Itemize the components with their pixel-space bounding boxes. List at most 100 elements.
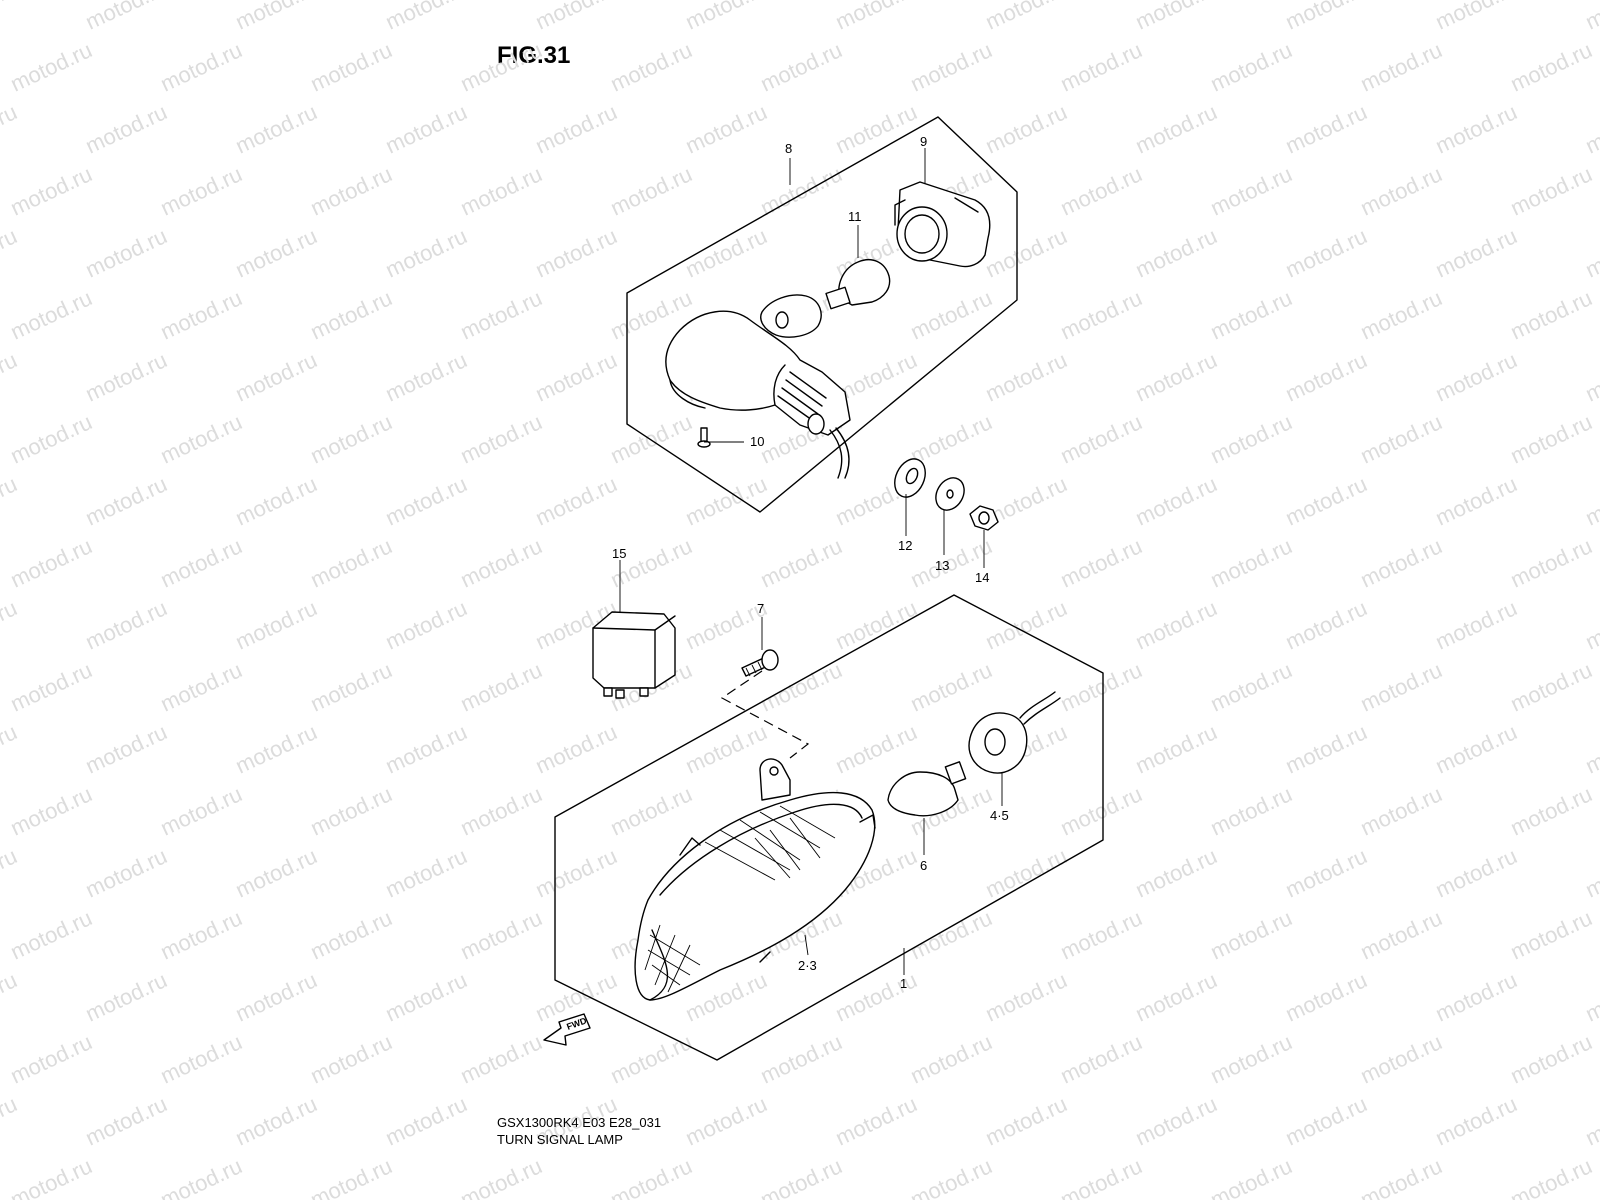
watermark-text: motod.ru	[1432, 347, 1521, 406]
watermark-text: motod.ru	[832, 967, 921, 1026]
watermark-text: motod.ru	[1057, 1029, 1146, 1088]
watermark-text: motod.ru	[0, 595, 21, 654]
watermark-text: motod.ru	[307, 37, 396, 96]
watermark-text: motod.ru	[232, 843, 321, 902]
watermark-text: motod.ru	[82, 1091, 171, 1150]
watermark-text: motod.ru	[1432, 719, 1521, 778]
watermark-text: motod.ru	[1507, 1153, 1596, 1200]
watermark-text: motod.ru	[1132, 99, 1221, 158]
watermark-text: motod.ru	[1282, 99, 1371, 158]
watermark-text: motod.ru	[7, 1153, 96, 1200]
watermark-text: motod.ru	[232, 223, 321, 282]
watermark-text: motod.ru	[0, 719, 21, 778]
watermark-text: motod.ru	[682, 1091, 771, 1150]
watermark-text: motod.ru	[907, 37, 996, 96]
watermark-text: motod.ru	[1282, 1091, 1371, 1150]
watermark-text: motod.ru	[1132, 843, 1221, 902]
watermark-text: motod.ru	[1132, 595, 1221, 654]
watermark-text: motod.ru	[1132, 223, 1221, 282]
watermark-text: motod.ru	[1582, 0, 1600, 35]
watermark-text: motod.ru	[1582, 347, 1600, 406]
watermark-text: motod.ru	[0, 967, 21, 1026]
callout-14: 14	[975, 570, 989, 585]
watermark-text: motod.ru	[232, 967, 321, 1026]
section-name: TURN SIGNAL LAMP	[497, 1132, 623, 1147]
watermark-text: motod.ru	[157, 905, 246, 964]
watermark-text: motod.ru	[1582, 595, 1600, 654]
watermark-text: motod.ru	[1207, 161, 1296, 220]
nut	[969, 505, 999, 531]
watermark-text: motod.ru	[1357, 1153, 1446, 1200]
diagram-footer: GSX1300RK4 E03 E28_031 TURN SIGNAL LAMP	[497, 1114, 661, 1148]
leader-lines	[619, 148, 1003, 975]
watermark-text: motod.ru	[1357, 37, 1446, 96]
watermark-text: motod.ru	[1507, 1029, 1596, 1088]
callout-numbers: 8 9 11 10 12 13 14 15 7 4·5 6 2·3 1	[612, 134, 1009, 991]
watermark-text: motod.ru	[7, 781, 96, 840]
watermark-text: motod.ru	[1282, 347, 1371, 406]
rear-bulb	[825, 258, 891, 310]
callout-10: 10	[750, 434, 764, 449]
watermark-text: motod.ru	[382, 223, 471, 282]
watermark-text: motod.ru	[232, 719, 321, 778]
watermark-text: motod.ru	[382, 719, 471, 778]
watermark-text: motod.ru	[82, 719, 171, 778]
watermark-text: motod.ru	[457, 781, 546, 840]
callout-8: 8	[785, 141, 792, 156]
callout-7: 7	[757, 601, 764, 616]
watermark-text: motod.ru	[0, 99, 21, 158]
watermark-text: motod.ru	[382, 843, 471, 902]
watermark-text: motod.ru	[232, 0, 321, 35]
watermark-text: motod.ru	[382, 347, 471, 406]
watermark-text: motod.ru	[382, 967, 471, 1026]
watermark-text: motod.ru	[82, 967, 171, 1026]
watermark-text: motod.ru	[1582, 843, 1600, 902]
watermark-text: motod.ru	[907, 657, 996, 716]
callout-6: 6	[920, 858, 927, 873]
watermark-text: motod.ru	[382, 99, 471, 158]
watermark-text: motod.ru	[1357, 657, 1446, 716]
watermark-text: motod.ru	[1507, 781, 1596, 840]
rear-screw	[697, 427, 711, 448]
model-code: GSX1300RK4 E03 E28_031	[497, 1115, 662, 1130]
front-socket	[968, 691, 1061, 774]
watermark-text: motod.ru	[82, 347, 171, 406]
watermark-text: motod.ru	[1207, 1029, 1296, 1088]
watermark-text: motod.ru	[0, 223, 21, 282]
watermark-text: motod.ru	[7, 905, 96, 964]
watermark-text: motod.ru	[232, 595, 321, 654]
watermark-text: motod.ru	[157, 1153, 246, 1200]
washer	[935, 477, 965, 511]
watermark-text: motod.ru	[1432, 99, 1521, 158]
watermark-text: motod.ru	[82, 223, 171, 282]
watermark-text: motod.ru	[1582, 719, 1600, 778]
watermark-text: motod.ru	[1507, 285, 1596, 344]
watermark-text: motod.ru	[832, 0, 921, 35]
watermark-text: motod.ru	[1282, 223, 1371, 282]
lower-group-outline	[554, 594, 1104, 1061]
watermark-text: motod.ru	[82, 843, 171, 902]
watermark-text: motod.ru	[607, 409, 696, 468]
watermark-text: motod.ru	[1582, 471, 1600, 530]
front-bulb	[887, 761, 967, 817]
watermark-text: motod.ru	[7, 285, 96, 344]
watermark-text: motod.ru	[1582, 967, 1600, 1026]
watermark-text: motod.ru	[1432, 967, 1521, 1026]
watermark-text: motod.ru	[1282, 471, 1371, 530]
watermark-text: motod.ru	[1057, 533, 1146, 592]
watermark-text: motod.ru	[457, 285, 546, 344]
watermark-text: motod.ru	[307, 285, 396, 344]
watermark-text: motod.ru	[1507, 905, 1596, 964]
watermark-text: motod.ru	[232, 1091, 321, 1150]
callout-15: 15	[612, 546, 626, 561]
watermark-text: motod.ru	[457, 161, 546, 220]
watermark-text: motod.ru	[832, 1091, 921, 1150]
watermark-text: motod.ru	[1432, 1091, 1521, 1150]
watermark-text: motod.ru	[82, 0, 171, 35]
watermark-text: motod.ru	[1357, 781, 1446, 840]
watermark-text: motod.ru	[307, 533, 396, 592]
watermark-text: motod.ru	[1432, 223, 1521, 282]
watermark-text: motod.ru	[1207, 533, 1296, 592]
watermark-text: motod.ru	[157, 657, 246, 716]
